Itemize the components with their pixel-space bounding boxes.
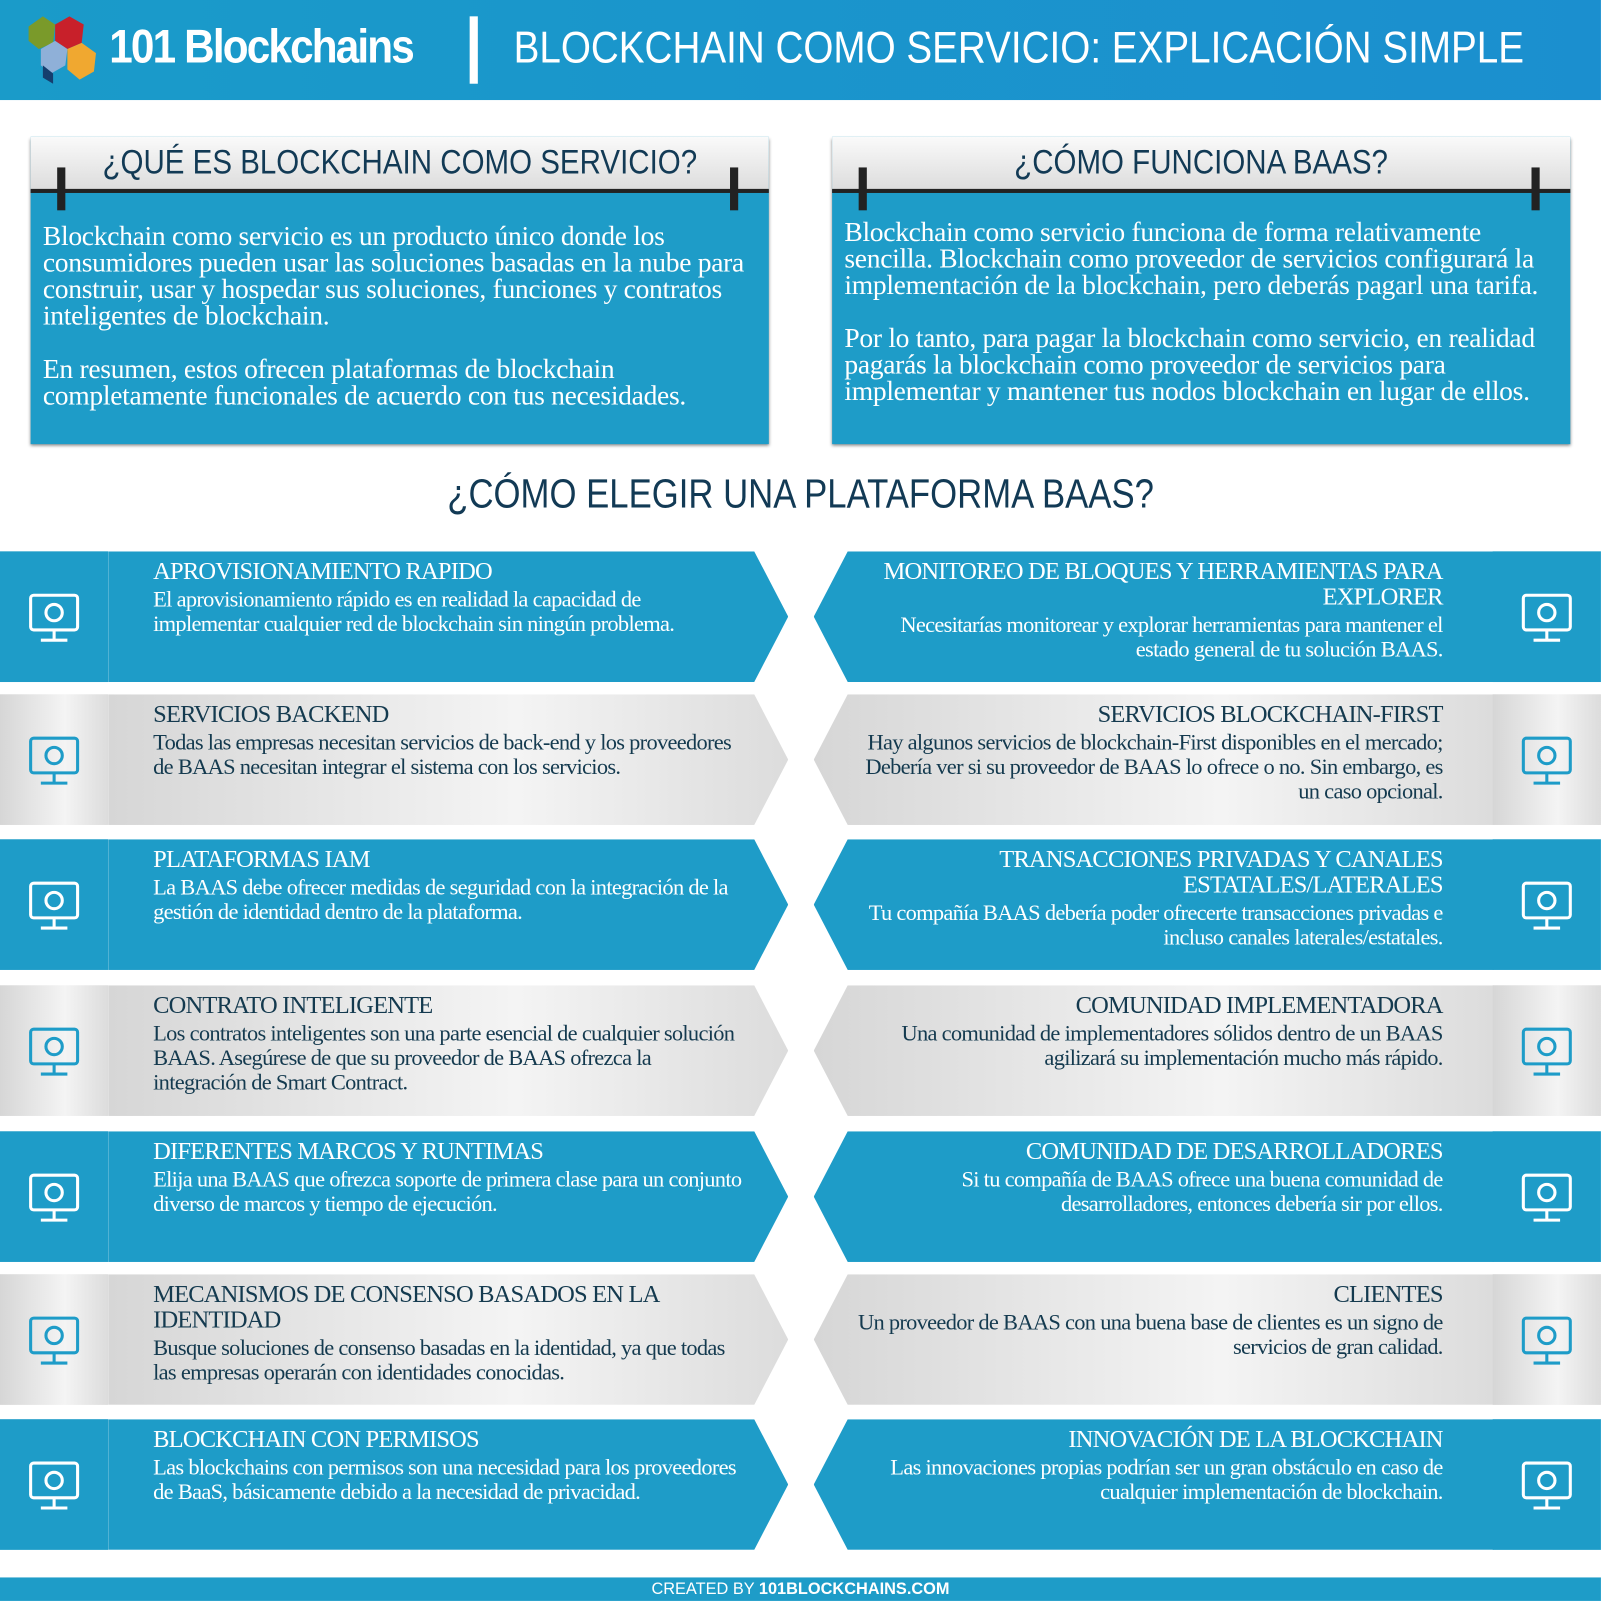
peg bbox=[858, 167, 867, 211]
feature-title: BLOCKCHAIN CON PERMISOS bbox=[153, 1426, 479, 1453]
feature-row: APROVISIONAMIENTO RAPIDO El aprovisionam… bbox=[0, 551, 1601, 683]
rod bbox=[30, 188, 769, 193]
feature-desc: Los contratos inteligentes son una parte… bbox=[153, 1019, 735, 1095]
blocks-network-icon bbox=[1492, 694, 1601, 825]
box-paragraph: Por lo tanto, para pagar la blockchain c… bbox=[844, 322, 1535, 407]
feature-desc: Todas las empresas necesitan servicios d… bbox=[153, 728, 732, 780]
feature-title: CONTRATO INTELIGENTE bbox=[153, 992, 433, 1019]
footer: CREATED BY 101BLOCKCHAINS.COM bbox=[0, 1577, 1601, 1601]
feature-desc: Tu compañía BAAS debería poder ofrecerte… bbox=[868, 899, 1444, 950]
feature-title: MONITOREO DE BLOQUES Y HERRAMIENTAS PARA… bbox=[883, 558, 1444, 611]
feature-row: DIFERENTES MARCOS Y RUNTIMAS Elija una B… bbox=[0, 1131, 1601, 1262]
secure-document-icon bbox=[1492, 839, 1601, 970]
feature-desc: Una comunidad de implementadores sólidos… bbox=[901, 1019, 1443, 1071]
box-paragraph: En resumen, estos ofrecen plataformas de… bbox=[42, 353, 687, 411]
feature-title: CLIENTES bbox=[1333, 1281, 1444, 1308]
feature-desc: Busque soluciones de consenso basadas en… bbox=[153, 1334, 725, 1385]
contract-document-icon bbox=[0, 985, 109, 1116]
feature-row: BLOCKCHAIN CON PERMISOS Las blockchains … bbox=[0, 1419, 1601, 1550]
feature-desc: Si tu compañía de BAAS ofrece una buena … bbox=[961, 1165, 1443, 1217]
peg bbox=[1531, 167, 1540, 211]
feature-title: DIFERENTES MARCOS Y RUNTIMAS bbox=[153, 1138, 544, 1165]
feature-desc: La BAAS debe ofrecer medidas de segurida… bbox=[153, 873, 728, 925]
feature-desc: Necesitarías monitorear y explorar herra… bbox=[900, 611, 1443, 662]
feature-title: SERVICIOS BACKEND bbox=[153, 701, 389, 728]
cloud-server-icon bbox=[0, 551, 109, 683]
feature-left: BLOCKCHAIN CON PERMISOS Las blockchains … bbox=[108, 1419, 789, 1550]
engineer-computer-icon bbox=[1492, 551, 1601, 683]
feature-title: PLATAFORMAS IAM bbox=[153, 846, 370, 873]
box-paragraph: Blockchain como servicio es un producto … bbox=[42, 220, 744, 331]
feature-desc: Las innovaciones propias podrían ser un … bbox=[890, 1453, 1443, 1504]
feature-row: MECANISMOS DE CONSENSO BASADOS EN LA IDE… bbox=[0, 1274, 1601, 1405]
box-title: ¿CÓMO FUNCIONA BAAS? bbox=[832, 136, 1571, 190]
devices-chart-icon bbox=[0, 1131, 109, 1262]
feature-desc: Elija una BAAS que ofrezca soporte de pr… bbox=[153, 1165, 742, 1217]
feature-title: SERVICIOS BLOCKCHAIN-FIRST bbox=[1097, 701, 1444, 728]
feature-row: SERVICIOS BACKEND Todas las empresas nec… bbox=[0, 694, 1601, 825]
section-title: ¿CÓMO ELEGIR UNA PLATAFORMA BAAS? bbox=[447, 471, 1154, 517]
peg bbox=[730, 167, 739, 211]
feature-left: CONTRATO INTELIGENTE Los contratos intel… bbox=[108, 985, 789, 1116]
feature-left: DIFERENTES MARCOS Y RUNTIMAS Elija una B… bbox=[108, 1131, 789, 1262]
feature-left: PLATAFORMAS IAM La BAAS debe ofrecer med… bbox=[108, 839, 789, 970]
box-paragraph: Blockchain como servicio funciona de for… bbox=[844, 216, 1539, 301]
feature-right: TRANSACCIONES PRIVADAS Y CANALES ESTATAL… bbox=[813, 839, 1494, 970]
feature-right: INNOVACIÓN DE LA BLOCKCHAIN Las innovaci… bbox=[813, 1419, 1494, 1550]
feature-title: COMUNIDAD IMPLEMENTADORA bbox=[1075, 992, 1444, 1019]
feature-left: MECANISMOS DE CONSENSO BASADOS EN LA IDE… bbox=[108, 1274, 789, 1405]
feature-desc: Hay algunos servicios de blockchain-Firs… bbox=[865, 728, 1443, 804]
feature-title: COMUNIDAD DE DESARROLLADORES bbox=[1025, 1138, 1444, 1165]
feature-right: SERVICIOS BLOCKCHAIN-FIRST Hay algunos s… bbox=[813, 694, 1494, 825]
feature-title: INNOVACIÓN DE LA BLOCKCHAIN bbox=[1068, 1426, 1443, 1453]
bulb-gear-icon bbox=[1492, 1419, 1601, 1550]
finance-monitor-icon bbox=[0, 694, 109, 825]
clients-rating-icon bbox=[1492, 1274, 1601, 1405]
footer-prefix: CREATED BY bbox=[651, 1580, 759, 1598]
feature-desc: El aprovisionamiento rápido es en realid… bbox=[153, 586, 675, 637]
peg bbox=[57, 167, 66, 211]
monitor-settings-icon bbox=[0, 1419, 109, 1550]
logo-cubes-icon bbox=[28, 16, 96, 84]
feature-title: MECANISMOS DE CONSENSO BASADOS EN LA IDE… bbox=[153, 1281, 659, 1334]
feature-right: CLIENTES Un proveedor de BAAS con una bu… bbox=[813, 1274, 1494, 1405]
how-baas-works-box: ¿CÓMO FUNCIONA BAAS? Blockchain como ser… bbox=[832, 136, 1571, 445]
feature-title: APROVISIONAMIENTO RAPIDO bbox=[153, 558, 493, 586]
feature-right: COMUNIDAD DE DESARROLLADORES Si tu compa… bbox=[813, 1131, 1494, 1262]
head-gear-icon bbox=[1492, 985, 1601, 1116]
brand-name: 101 Blockchains bbox=[109, 19, 415, 73]
page-title: BLOCKCHAIN COMO SERVICIO: EXPLICACIÓN SI… bbox=[513, 22, 1525, 73]
box-title: ¿QUÉ ES BLOCKCHAIN COMO SERVICIO? bbox=[30, 136, 769, 190]
identity-network-icon bbox=[0, 839, 109, 970]
footer-site: 101BLOCKCHAINS.COM bbox=[758, 1580, 950, 1598]
feature-right: COMUNIDAD IMPLEMENTADORA Una comunidad d… bbox=[813, 985, 1494, 1116]
feature-desc: Las blockchains con permisos son una nec… bbox=[153, 1453, 736, 1504]
feature-title: TRANSACCIONES PRIVADAS Y CANALES ESTATAL… bbox=[999, 846, 1443, 899]
what-is-baas-box: ¿QUÉ ES BLOCKCHAIN COMO SERVICIO? Blockc… bbox=[30, 136, 769, 445]
feature-row: PLATAFORMAS IAM La BAAS debe ofrecer med… bbox=[0, 839, 1601, 970]
developer-icon bbox=[1492, 1131, 1601, 1262]
feature-left: SERVICIOS BACKEND Todas las empresas nec… bbox=[108, 694, 789, 825]
hand-card-lock-icon bbox=[0, 1274, 109, 1405]
divider bbox=[469, 16, 478, 84]
feature-right: MONITOREO DE BLOQUES Y HERRAMIENTAS PARA… bbox=[813, 551, 1494, 683]
feature-left: APROVISIONAMIENTO RAPIDO El aprovisionam… bbox=[108, 551, 789, 683]
feature-row: CONTRATO INTELIGENTE Los contratos intel… bbox=[0, 985, 1601, 1116]
feature-desc: Un proveedor de BAAS con una buena base … bbox=[857, 1308, 1443, 1359]
rod bbox=[832, 188, 1571, 193]
header: 101 Blockchains BLOCKCHAIN COMO SERVICIO… bbox=[0, 0, 1601, 101]
